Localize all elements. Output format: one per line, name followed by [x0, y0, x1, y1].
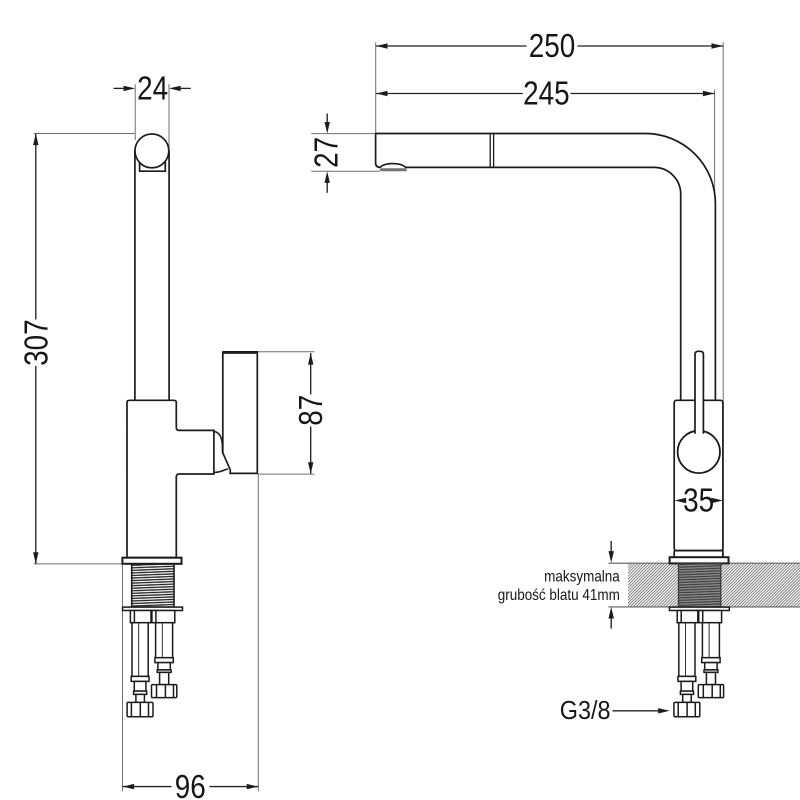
- svg-text:35: 35: [683, 482, 714, 519]
- svg-text:245: 245: [523, 75, 570, 112]
- svg-text:grubość blatu 41mm: grubość blatu 41mm: [498, 587, 620, 604]
- svg-text:24: 24: [137, 71, 168, 108]
- svg-text:maksymalna: maksymalna: [544, 569, 620, 586]
- svg-text:96: 96: [175, 769, 206, 800]
- svg-text:250: 250: [529, 28, 576, 65]
- svg-text:307: 307: [18, 319, 55, 366]
- svg-text:G3/8: G3/8: [560, 697, 611, 725]
- svg-text:87: 87: [293, 395, 330, 426]
- svg-text:27: 27: [308, 137, 345, 168]
